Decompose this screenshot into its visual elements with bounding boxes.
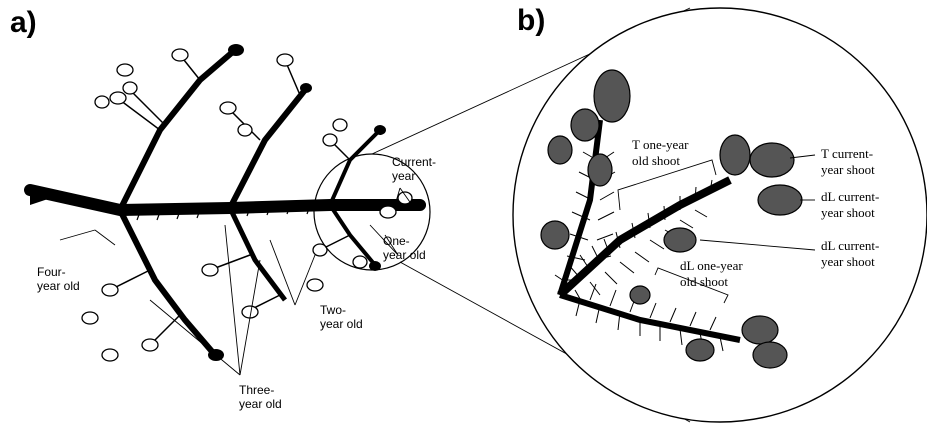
label-dl-current-year-shoot-1: dL current- year shoot [821,189,879,221]
label-four-year-old: Four- year old [37,265,80,293]
label-current-year: Current- year [392,155,436,183]
panel-b-letter: b) [517,4,545,38]
label-two-year-old: Two- year old [320,303,363,331]
panel-a-letter: a) [10,6,37,40]
label-one-year-old: One- year old [383,234,426,262]
panel-a-branch-drawing [30,44,430,375]
label-three-year-old: Three- year old [239,383,282,411]
label-dl-current-year-shoot-2: dL current- year shoot [821,238,879,270]
label-t-current-year-shoot: T current- year shoot [821,146,875,178]
label-t-one-year-old-shoot: T one-year old shoot [632,137,688,169]
label-dl-one-year-old-shoot: dL one-year old shoot [680,258,743,290]
